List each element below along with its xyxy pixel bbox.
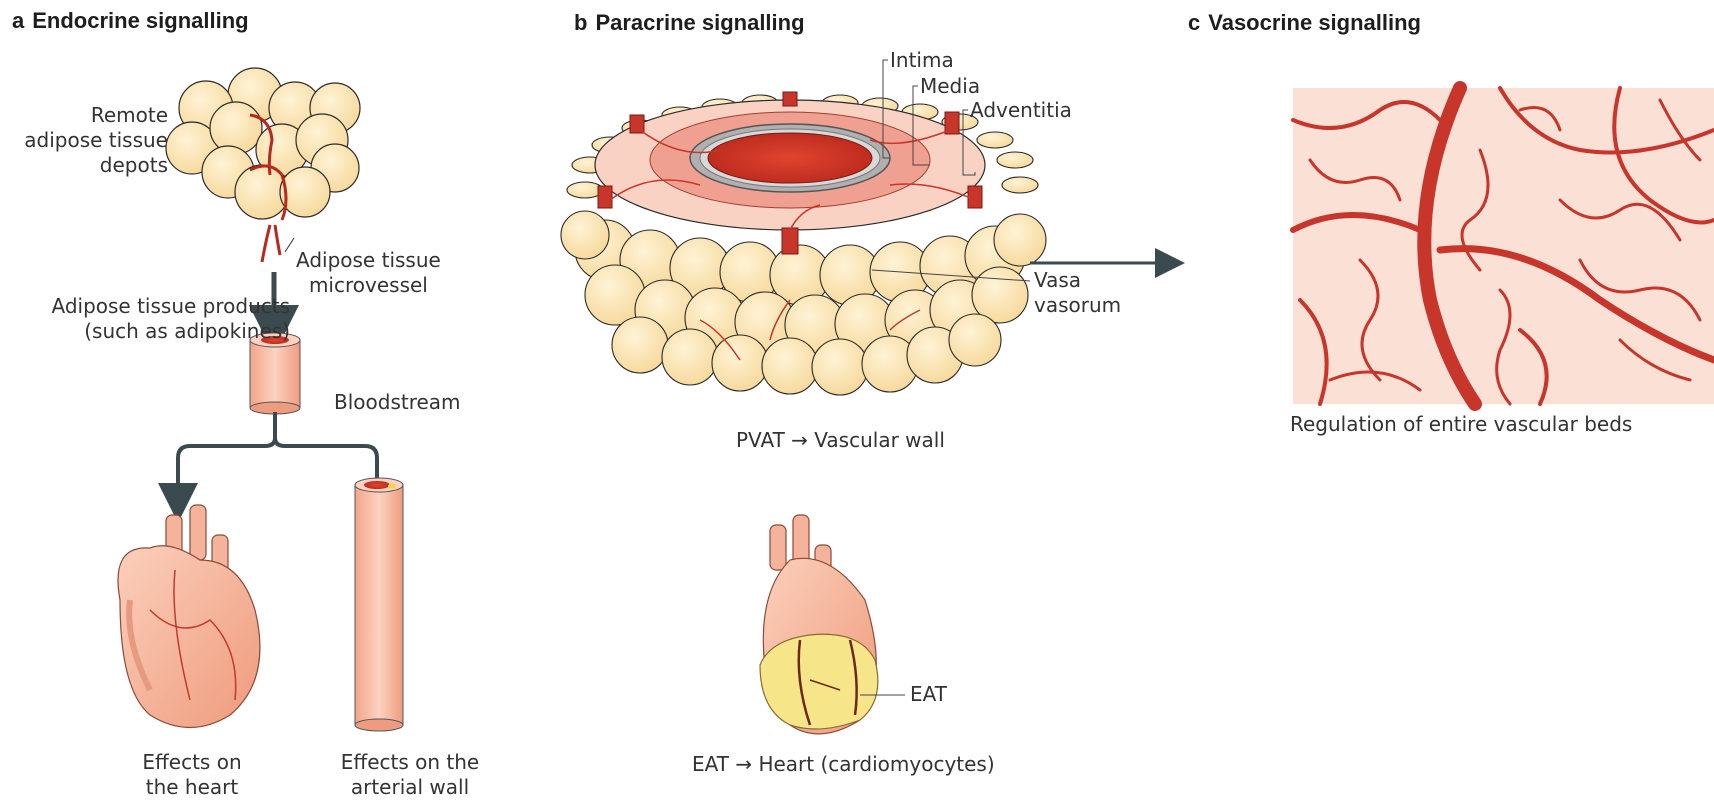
effects-heart-line-1: Effects on <box>108 750 276 775</box>
effects-arterial-label: Effects on the arterial wall <box>326 750 494 800</box>
vasa-line-1: Vasa <box>1034 268 1121 293</box>
effects-arterial-line-2: arterial wall <box>326 775 494 800</box>
eat-caption: EAT → Heart (cardiomyocytes) <box>692 752 995 777</box>
products-line-2: (such as adipokines) <box>0 319 290 344</box>
microvessel-line-2: microvessel <box>296 273 441 298</box>
effects-heart-label: Effects on the heart <box>108 750 276 800</box>
eat-label: EAT <box>910 682 947 707</box>
microvessel-label: Adipose tissue microvessel <box>296 248 441 298</box>
media-label: Media <box>920 74 980 99</box>
vasa-line-2: vasorum <box>1034 293 1121 318</box>
adventitia-label: Adventitia <box>970 98 1072 123</box>
remote-adipose-line-1: Remote <box>0 103 168 128</box>
bloodstream-label: Bloodstream <box>334 390 461 415</box>
remote-adipose-line-3: depots <box>0 153 168 178</box>
effects-heart-line-2: the heart <box>108 775 276 800</box>
vascular-bed-network <box>1293 88 1714 404</box>
eat-heart-illustration <box>760 515 878 734</box>
intima-label: Intima <box>890 48 954 73</box>
microvessel-pointer <box>285 238 294 252</box>
effects-arterial-line-1: Effects on the <box>326 750 494 775</box>
microvessel-line-1: Adipose tissue <box>296 248 441 273</box>
arrow-to-heart <box>178 412 275 503</box>
remote-adipose-label: Remote adipose tissue depots <box>0 103 168 178</box>
products-line-1: Adipose tissue products <box>0 294 290 319</box>
arterial-wall-tube <box>355 478 403 731</box>
remote-adipose-cluster <box>166 68 360 219</box>
remote-adipose-line-2: adipose tissue <box>0 128 168 153</box>
bloodstream-tube <box>250 333 300 414</box>
products-label: Adipose tissue products (such as adipoki… <box>0 294 290 344</box>
pvat-caption: PVAT → Vascular wall <box>736 428 945 453</box>
vasa-vasorum-label: Vasa vasorum <box>1034 268 1121 318</box>
heart-illustration <box>118 505 260 728</box>
lumen <box>708 133 872 183</box>
vascular-beds-caption: Regulation of entire vascular beds <box>1290 412 1632 437</box>
